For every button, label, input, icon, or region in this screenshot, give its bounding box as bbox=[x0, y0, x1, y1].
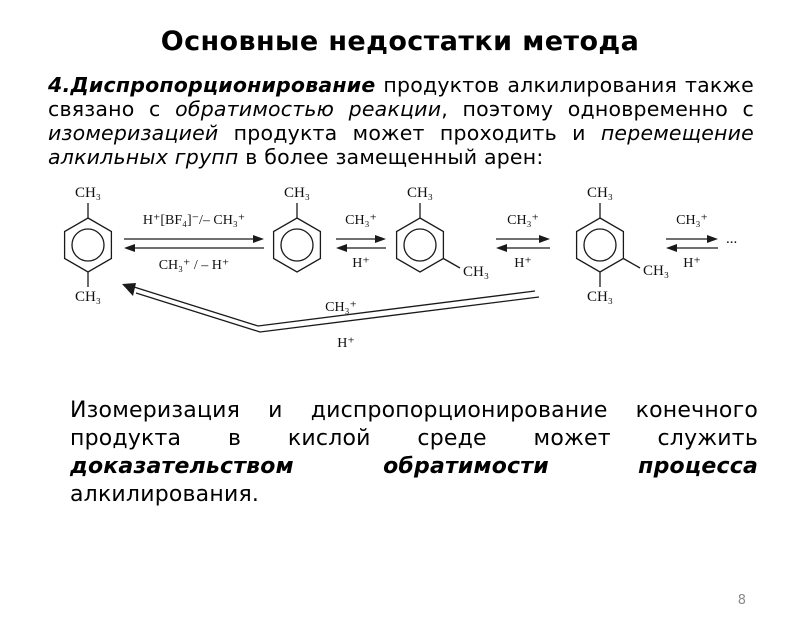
intro-italic-2: изомеризацией bbox=[48, 120, 219, 145]
molecule-meta-xylene: CH₃ CH₃ bbox=[395, 185, 489, 280]
mol4-ch3-right: CH₃ bbox=[643, 263, 669, 279]
mol1-ch3-bottom: CH₃ bbox=[75, 289, 101, 305]
return-arrowhead bbox=[122, 282, 136, 296]
return-arrow-label-above: CH₃⁺ bbox=[325, 300, 357, 315]
arrow3-label-above: CH₃⁺ bbox=[507, 213, 539, 228]
equilibrium-arrow-1: H⁺[BF₄]⁻/– CH₃⁺ CH₃⁺ / – H⁺ bbox=[124, 213, 264, 273]
slide: Основные недостатки метода 4.Диспропорци… bbox=[0, 26, 800, 626]
benzene-ring-3 bbox=[395, 217, 445, 273]
equilibrium-arrow-2: CH₃⁺ H⁺ bbox=[336, 213, 386, 271]
mol2-ch3-top: CH₃ bbox=[284, 185, 310, 201]
intro-text-3: продукта может проходить и bbox=[218, 120, 601, 145]
arrow1-label-below: CH₃⁺ / – H⁺ bbox=[159, 258, 230, 273]
return-arrow: CH₃⁺ H⁺ bbox=[122, 282, 540, 351]
benzene-ring-2 bbox=[272, 217, 322, 273]
aromatic-circle-1 bbox=[71, 228, 105, 262]
equilibrium-arrow-4: CH₃⁺ H⁺ bbox=[666, 213, 718, 271]
aromatic-circle-4 bbox=[583, 228, 617, 262]
aromatic-circle-2 bbox=[280, 228, 314, 262]
intro-lead-bold: 4.Диспропорционирование bbox=[48, 73, 376, 97]
arrow4-label-below: H⁺ bbox=[683, 256, 701, 271]
arrow4-label-above: CH₃⁺ bbox=[676, 213, 708, 228]
aromatic-circle-3 bbox=[403, 228, 437, 262]
mol4-ch3-top: CH₃ bbox=[587, 185, 613, 201]
arrow3-label-below: H⁺ bbox=[514, 256, 532, 271]
intro-text-1: продуктов алкилирования также связано с bbox=[48, 73, 754, 121]
intro-paragraph: 4.Диспропорционирование продуктов алкили… bbox=[48, 73, 754, 169]
mol3-ch3-top: CH₃ bbox=[407, 185, 433, 201]
return-arrow-label-below: H⁺ bbox=[337, 336, 355, 351]
mol3-ch3-right: CH₃ bbox=[463, 264, 489, 280]
conclusion-text-2: алкилирования. bbox=[70, 482, 260, 508]
conclusion-paragraph: Изомеризация и диспропорционирование кон… bbox=[70, 397, 758, 510]
page-title: Основные недостатки метода bbox=[160, 26, 640, 57]
molecule-para-xylene: CH₃ CH₃ bbox=[63, 185, 113, 305]
molecule-trimethylbenzene: CH₃ CH₃ CH₃ bbox=[575, 185, 669, 305]
molecule-toluene: CH₃ bbox=[272, 185, 322, 273]
intro-italic-3: перемещение алкильных групп bbox=[48, 120, 754, 169]
arrow2-label-above: CH₃⁺ bbox=[345, 213, 377, 228]
conclusion-emphasis: доказательством обратимости процесса bbox=[70, 454, 758, 480]
page-number: 8 bbox=[737, 593, 746, 608]
reaction-scheme-svg: CH₃ CH₃ H⁺[BF₄]⁻/– CH₃⁺ CH₃⁺ / – H⁺ CH₃ bbox=[63, 185, 737, 351]
reaction-scheme: CH₃ CH₃ H⁺[BF₄]⁻/– CH₃⁺ CH₃⁺ / – H⁺ CH₃ bbox=[0, 175, 800, 379]
mol4-ch3-bottom: CH₃ bbox=[587, 289, 613, 305]
intro-italic-1: обратимостью реакции bbox=[175, 96, 442, 121]
arrow2-label-below: H⁺ bbox=[352, 256, 370, 271]
arrow1-label-above: H⁺[BF₄]⁻/– CH₃⁺ bbox=[143, 213, 245, 228]
intro-text-4: в более замещенный арен: bbox=[238, 144, 544, 169]
equilibrium-arrow-3: CH₃⁺ H⁺ bbox=[496, 213, 550, 271]
conclusion-text-1: Изомеризация и диспропорционирование кон… bbox=[70, 397, 758, 452]
mol1-ch3-top: CH₃ bbox=[75, 185, 101, 201]
scheme-ellipsis: ... bbox=[726, 231, 737, 247]
intro-text-2: , поэтому одновременно с bbox=[441, 96, 754, 121]
